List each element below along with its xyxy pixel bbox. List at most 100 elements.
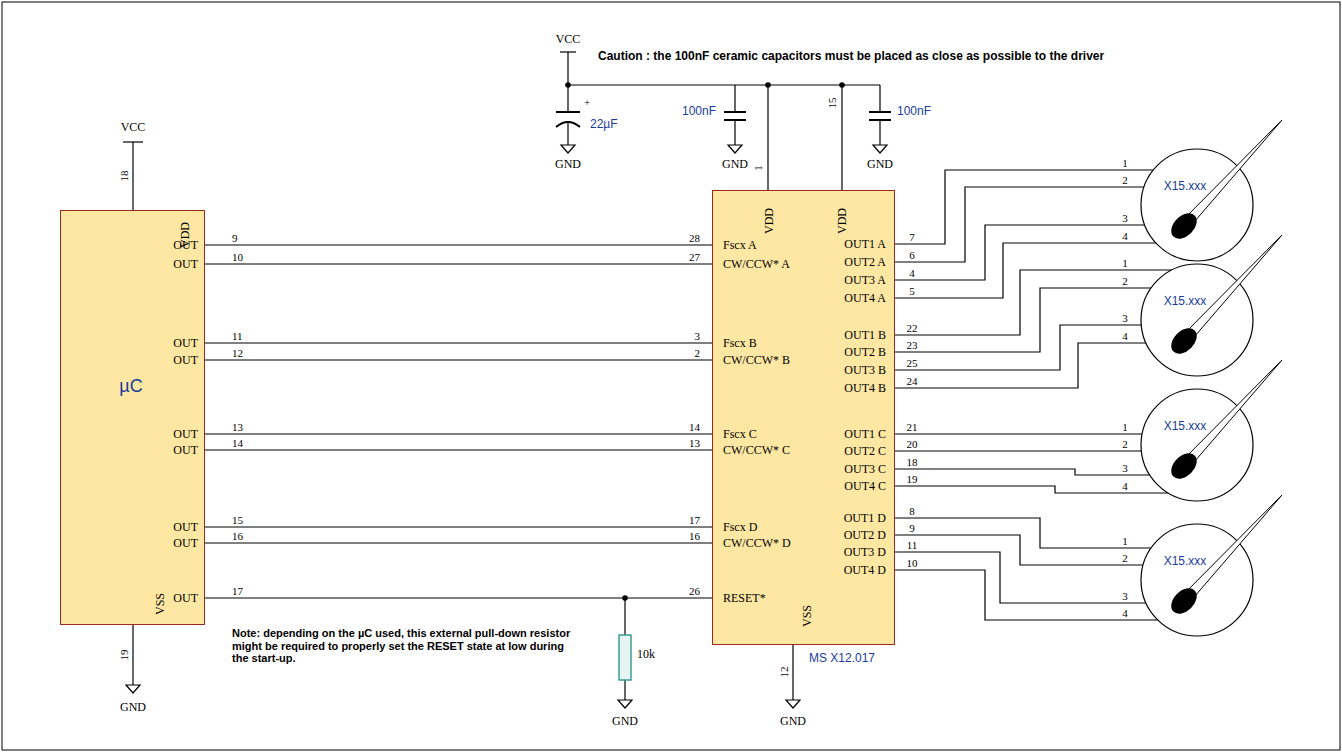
- pin-name: OUT: [173, 428, 198, 442]
- chip-name: MS X12.017: [809, 652, 875, 666]
- signal-wire: [895, 325, 1141, 370]
- pin-number: 3: [1122, 590, 1128, 603]
- pin-number: 17: [689, 514, 700, 527]
- pin-number: 26: [689, 585, 700, 598]
- signal-wire: [895, 343, 1146, 388]
- pin-number: 11: [907, 539, 918, 552]
- pin-name: OUT2 D: [844, 529, 886, 543]
- capacitor-plate: [556, 111, 580, 113]
- motor-needle: [1181, 120, 1282, 228]
- pin-number: 9: [909, 522, 915, 535]
- pin-number: 16: [232, 530, 243, 543]
- pin-number: 7: [909, 231, 915, 244]
- pin-name: OUT: [173, 521, 198, 535]
- pin-number: 2: [1122, 438, 1128, 451]
- motor-outline: [1140, 388, 1254, 502]
- pin-number: 1: [1122, 421, 1128, 434]
- signal-wire: [895, 570, 1158, 620]
- pin-number: 1: [1122, 535, 1128, 548]
- pin-number: 12: [778, 667, 791, 678]
- ground-symbol: [786, 700, 800, 708]
- stepper-motor: X15.xxx: [1140, 388, 1254, 502]
- signal-wire: [895, 469, 1150, 475]
- pin-name: OUT: [173, 258, 198, 272]
- driver-ic-box: VDDVDDFscx ACW/CCW* AFscx BCW/CCW* BFscx…: [712, 190, 895, 645]
- pin-number: 16: [689, 530, 700, 543]
- pin-number: 18: [907, 456, 918, 469]
- motor-outline: [1140, 523, 1254, 637]
- pin-number: 12: [232, 347, 243, 360]
- pin-number: 2: [1122, 552, 1128, 565]
- part-value: 100nF: [897, 105, 931, 119]
- part-value: 100nF: [682, 105, 716, 119]
- pin-number: 4: [909, 267, 915, 280]
- capacitor-wire: [879, 85, 880, 112]
- signal-wire: [895, 552, 1146, 603]
- pin-number: 25: [907, 357, 918, 370]
- part-value: 10k: [637, 648, 655, 662]
- pin-number: 18: [118, 171, 131, 182]
- pin-name: Fscx C: [723, 428, 757, 442]
- pin-number: 24: [907, 375, 918, 388]
- polarity-mark: +: [584, 96, 590, 109]
- pin-name: VSS: [154, 593, 168, 615]
- pin-name: RESET*: [723, 592, 766, 606]
- pin-number: 5: [909, 285, 915, 298]
- pin-number: 2: [695, 347, 701, 360]
- signal-wire: [895, 518, 1151, 548]
- pin-name: VDD: [836, 208, 850, 234]
- pin-number: 15: [232, 514, 243, 527]
- ground-symbol: [618, 700, 632, 708]
- pin-number: 10: [907, 557, 918, 570]
- caution-note: Caution : the 100nF ceramic capacitors m…: [598, 50, 1104, 64]
- note-text: Note: depending on the µC used, this ext…: [232, 627, 577, 665]
- needle-hub: [1166, 448, 1201, 483]
- pin-name: OUT: [173, 444, 198, 458]
- net-label: VCC: [121, 121, 146, 135]
- motor-needle: [1181, 495, 1282, 603]
- pin-number: 21: [907, 421, 918, 434]
- net-label: GND: [612, 715, 638, 729]
- pin-name: OUT1 C: [844, 428, 886, 442]
- signal-wire: [205, 433, 712, 434]
- motor-part-number: X15.xxx: [1164, 555, 1207, 569]
- vss-wire: [792, 645, 793, 700]
- pin-name: VSS: [801, 605, 815, 627]
- net-label: VCC: [556, 33, 581, 47]
- pin-number: 2: [1122, 275, 1128, 288]
- signal-wire: [895, 535, 1143, 565]
- pin-name: Fscx D: [723, 521, 757, 535]
- pin-number: 9: [232, 232, 238, 245]
- pin-name: OUT2 C: [844, 445, 886, 459]
- signal-wire: [895, 450, 1141, 451]
- pin-name: OUT1 B: [844, 329, 886, 343]
- chip-name: µC: [119, 376, 142, 397]
- pin-number: 4: [1122, 330, 1128, 343]
- motor-needle: [1181, 235, 1282, 343]
- pin-name: OUT3 A: [844, 274, 886, 288]
- pin-name: CW/CCW* A: [723, 258, 790, 272]
- pin-number: 3: [1122, 312, 1128, 325]
- pin-number: 11: [232, 330, 243, 343]
- motor-part-number: X15.xxx: [1164, 295, 1207, 309]
- ground-symbol: [561, 145, 575, 153]
- vss-wire: [132, 625, 133, 685]
- pin-number: 6: [909, 249, 915, 262]
- vdd-wire: [132, 142, 133, 210]
- needle-hub: [1166, 323, 1201, 358]
- pin-name: CW/CCW* D: [723, 537, 791, 551]
- pin-name: OUT: [173, 592, 198, 606]
- pin-name: OUT1 A: [844, 238, 886, 252]
- pin-number: 10: [232, 251, 243, 264]
- signal-wire: [205, 342, 712, 343]
- gnd-wire: [879, 120, 880, 145]
- pin-number: 3: [1122, 462, 1128, 475]
- pin-name: OUT4 A: [844, 292, 886, 306]
- signal-wire: [205, 359, 712, 360]
- pin-number: 17: [232, 585, 243, 598]
- pin-number: 28: [689, 232, 700, 245]
- pin-number: 1: [1122, 257, 1128, 270]
- pin-number: 19: [907, 473, 918, 486]
- ground-symbol: [728, 145, 742, 153]
